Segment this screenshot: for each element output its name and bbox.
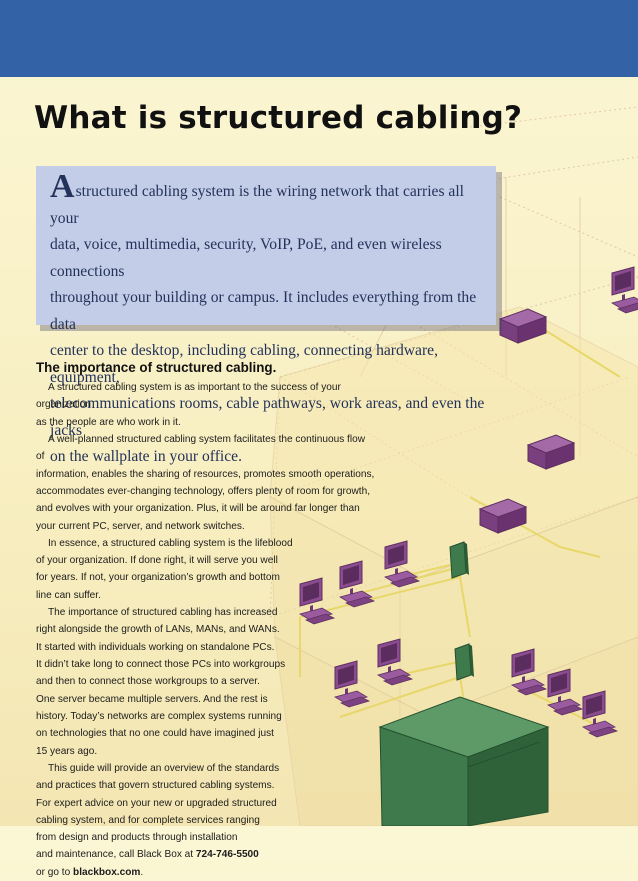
phone-number: 724-746-5500 (195, 849, 259, 861)
body-column: A structured cabling system is as import… (36, 379, 376, 881)
page-title: What is structured cabling? (34, 100, 523, 136)
body-paragraph-2: A well-planned structured cabling system… (36, 433, 375, 532)
header-band (0, 0, 638, 77)
paragraph-5-connector: or go to (36, 866, 71, 878)
body-paragraph-3: In essence, a structured cabling system … (36, 537, 293, 601)
paragraph-5-text: This guide will provide an overview of t… (36, 762, 280, 861)
body-paragraph-1: A structured cabling system is as import… (36, 382, 341, 428)
body-paragraph-4: The importance of structured cabling has… (36, 607, 286, 757)
intro-text: structured cabling system is the wiring … (50, 183, 485, 465)
intro-paragraph: Astructured cabling system is the wiring… (50, 170, 486, 471)
section-heading: The importance of structured cabling. (36, 360, 277, 375)
intro-callout: Astructured cabling system is the wiring… (36, 166, 496, 465)
website-link[interactable]: blackbox.com (73, 866, 141, 878)
paragraph-5-end: . (140, 866, 144, 878)
drop-cap: A (50, 168, 75, 205)
network-illustration (269, 106, 638, 826)
body-paragraph-5: This guide will provide an overview of t… (36, 760, 376, 881)
